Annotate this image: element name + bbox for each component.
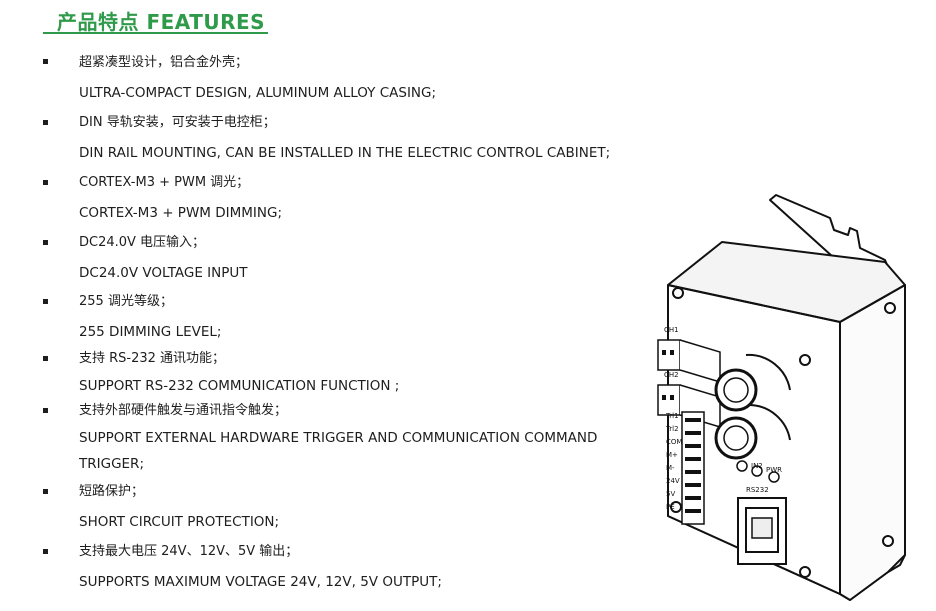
- page-title: 产品特点 FEATURES: [57, 10, 266, 34]
- feature-7-cn: 支持外部硬件触发与通讯指令触发；: [79, 403, 288, 418]
- feature-4-en: DC24.0V VOLTAGE INPUT: [79, 265, 248, 281]
- terminal-label: M-: [666, 464, 675, 472]
- feature-2-cn: DIN 导轨安装，可安装于电控柜；: [79, 115, 276, 130]
- bullet: [43, 408, 48, 413]
- terminal-label: 24V: [666, 477, 680, 485]
- feature-7-en: SUPPORT EXTERNAL HARDWARE TRIGGER AND CO…: [79, 430, 598, 446]
- controller-drawing: CH1 CH2 Trl1 Trl2 COM M+ M- 24V 5V PE IN…: [657, 194, 906, 601]
- terminal-label: Trl1: [665, 412, 679, 420]
- channel-label: CH2: [664, 371, 679, 379]
- feature-5-cn: 255 调光等级；: [79, 294, 173, 309]
- bullet: [43, 59, 48, 64]
- bullet: [43, 549, 48, 554]
- bullet: [43, 489, 48, 494]
- bullet: [43, 120, 48, 125]
- feature-8-cn: 短路保护；: [79, 484, 145, 499]
- led-label: IN2: [751, 462, 763, 470]
- terminal-label: M+: [666, 451, 678, 459]
- led-label: PWR: [766, 466, 782, 474]
- feature-2-en: DIN RAIL MOUNTING, CAN BE INSTALLED IN T…: [79, 145, 611, 161]
- bullet: [43, 356, 48, 361]
- feature-1-en: ULTRA-COMPACT DESIGN, ALUMINUM ALLOY CAS…: [79, 85, 437, 101]
- port-label: RS232: [746, 486, 769, 494]
- bullet: [43, 299, 48, 304]
- terminal-label: COM: [666, 438, 682, 446]
- feature-6-cn: 支持 RS-232 通讯功能；: [79, 351, 226, 366]
- terminal-label: 5V: [666, 490, 675, 498]
- terminal-label: Trl2: [665, 425, 679, 433]
- feature-3-en: CORTEX-M3 + PWM DIMMING;: [79, 205, 282, 221]
- feature-8-en: SHORT CIRCUIT PROTECTION;: [79, 514, 280, 530]
- feature-1-cn: 超紧凑型设计，铝合金外壳；: [79, 55, 249, 70]
- feature-9-en: SUPPORTS MAXIMUM VOLTAGE 24V, 12V, 5V OU…: [79, 574, 442, 590]
- title-underline: [43, 32, 268, 34]
- feature-5-en: 255 DIMMING LEVEL;: [79, 324, 222, 340]
- feature-4-cn: DC24.0V 电压输入；: [79, 235, 206, 250]
- feature-6-en: SUPPORT RS-232 COMMUNICATION FUNCTION ;: [79, 378, 400, 394]
- channel-label: CH1: [664, 326, 679, 334]
- controller-illustration: CH1 CH2 Trl1 Trl2 COM M+ M- 24V 5V PE IN…: [650, 190, 936, 606]
- feature-9-cn: 支持最大电压 24V、12V、5V 输出；: [79, 544, 299, 559]
- feature-7-en-cont: TRIGGER;: [79, 456, 144, 472]
- bullet: [43, 240, 48, 245]
- terminal-label: PE: [666, 503, 675, 511]
- bullet: [43, 180, 48, 185]
- feature-3-cn: CORTEX-M3 + PWM 调光；: [79, 175, 250, 190]
